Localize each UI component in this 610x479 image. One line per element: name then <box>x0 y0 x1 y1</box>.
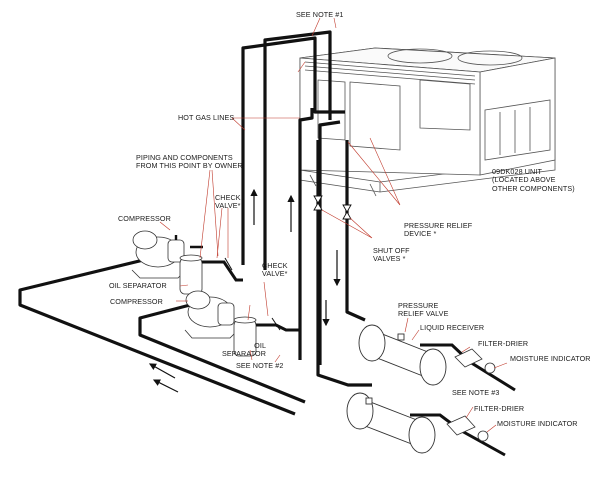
pressure-relief-valve-label: PRESSURE RELIEF VALVE <box>398 301 449 319</box>
unit-label: 09DK028 UNIT (LOCATED ABOVE OTHER COMPON… <box>492 167 575 193</box>
return-piping <box>18 254 306 416</box>
oil-separator-lower-line-1: OIL <box>254 341 267 350</box>
see-note-2-label: SEE NOTE #2 <box>236 361 284 370</box>
pressure-relief-valve-line-2: RELIEF VALVE <box>398 309 449 319</box>
liquid-receiver-upper <box>358 324 516 392</box>
shut-off-valves-line-2: VALVES * <box>373 254 406 264</box>
liquid-lines <box>316 140 372 387</box>
shut-off-valve-icons <box>313 195 352 220</box>
check-valve-upper-line-1: CHECK <box>215 193 241 202</box>
unit-label-line-3: OTHER COMPONENTS) <box>492 183 575 193</box>
piping-by-owner-line-2: FROM THIS POINT BY OWNER <box>136 161 243 171</box>
unit-label-line-1: 09DK028 UNIT <box>492 167 542 176</box>
shut-off-valves-line-1: SHUT OFF <box>373 246 410 255</box>
check-valve-lower-line-1: CHECK <box>262 261 288 270</box>
pressure-relief-device-label: PRESSURE RELIEF DEVICE * <box>404 221 473 239</box>
hot-gas-lines-label: HOT GAS LINES <box>178 113 235 122</box>
check-valve-lower-label: CHECK VALVE* <box>262 261 288 279</box>
leader-lines <box>159 17 508 433</box>
check-valve-lower-line-2: VALVE* <box>262 269 288 279</box>
shut-off-valves-label: SHUT OFF VALVES * <box>373 246 410 264</box>
moisture-indicator-lower-label: MOISTURE INDICATOR <box>497 419 578 428</box>
compressor-upper-label: COMPRESSOR <box>118 214 171 223</box>
pressure-relief-valve-line-1: PRESSURE <box>398 301 439 310</box>
lower-compressor-group <box>184 290 300 357</box>
oil-separator-lower-label: OIL SEPARATOR <box>222 341 267 359</box>
unit-label-line-2: (LOCATED ABOVE <box>492 175 556 185</box>
liquid-receiver-label: LIQUID RECEIVER <box>420 323 485 332</box>
compressor-lower-label: COMPRESSOR <box>110 297 163 306</box>
filter-drier-lower-label: FILTER-DRIER <box>474 404 525 413</box>
flow-arrows <box>148 188 341 393</box>
moisture-indicator-upper-label: MOISTURE INDICATOR <box>510 354 591 363</box>
filter-drier-upper <box>454 348 496 374</box>
filter-drier-upper-label: FILTER-DRIER <box>478 339 529 348</box>
check-valve-upper-label: CHECK VALVE* <box>215 193 241 211</box>
piping-by-owner-line-1: PIPING AND COMPONENTS <box>136 153 233 162</box>
piping-by-owner-label: PIPING AND COMPONENTS FROM THIS POINT BY… <box>136 153 243 171</box>
pressure-relief-device-line-2: DEVICE * <box>404 229 437 239</box>
hot-gas-lines <box>241 30 345 365</box>
pressure-relief-device-line-1: PRESSURE RELIEF <box>404 221 473 230</box>
check-valve-upper-line-2: VALVE* <box>215 201 241 211</box>
see-note-3-label: SEE NOTE #3 <box>452 388 500 397</box>
condensing-unit <box>299 47 556 197</box>
oil-separator-upper-label: OIL SEPARATOR <box>109 281 167 290</box>
upper-compressor-group <box>131 230 243 295</box>
filter-drier-lower <box>446 415 489 442</box>
see-note-1-label: SEE NOTE #1 <box>296 10 344 19</box>
oil-separator-lower-line-2: SEPARATOR <box>222 349 267 359</box>
liquid-receiver-lower <box>346 392 506 457</box>
